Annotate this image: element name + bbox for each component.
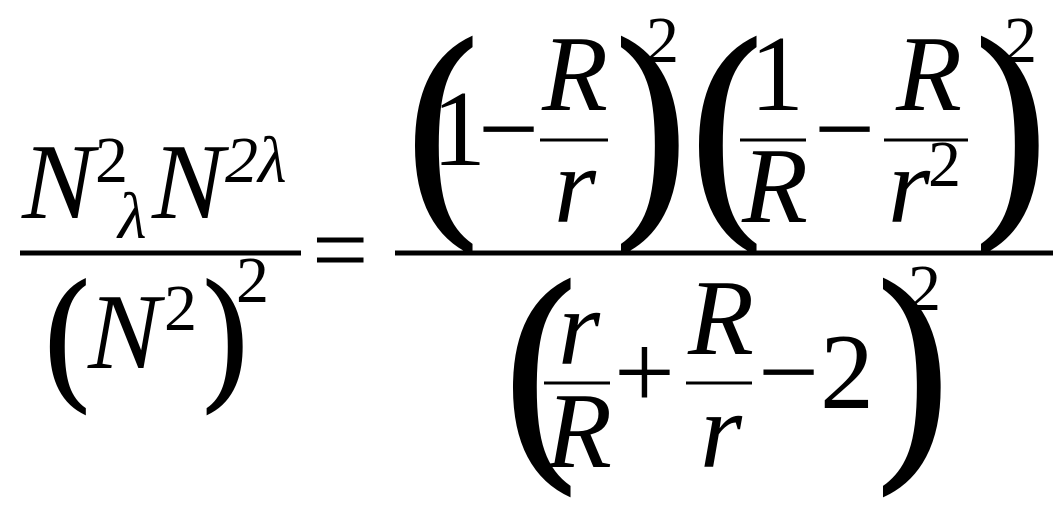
den-frac1-den: R <box>545 372 612 491</box>
f2-frac2-den-sup: 2 <box>928 128 961 201</box>
f2-exp: 2 <box>1004 4 1037 77</box>
lhs-fraction: N 2 λ N 2λ ( N 2 ) 2 <box>20 123 301 428</box>
rhs-num-factor-2: ( 1 R − R r 2 ) 2 <box>680 0 1058 275</box>
rhs-denominator: ( r R + R r − 2 ) 2 <box>494 237 960 509</box>
f1-lparen: ( <box>396 0 490 275</box>
f1-frac-num: R <box>541 15 608 134</box>
lhs-den-lparen: ( <box>38 254 97 428</box>
lhs-num-n2: N <box>151 123 230 242</box>
f1-frac-den: r <box>554 127 597 246</box>
rhs-fraction: ( 1 − R r ) 2 ( 1 R − R r 2 ) 2 ( <box>395 0 1058 509</box>
f2-rparen: ) <box>964 0 1058 275</box>
lhs-num-n1-sup: 2 <box>95 124 128 197</box>
lhs-den-outer-sup: 2 <box>236 244 269 317</box>
f1-minus: − <box>478 70 539 189</box>
den-exp: 2 <box>908 252 941 325</box>
lhs-num-n1-sub: λ <box>116 180 147 253</box>
lhs-den-rparen: ) <box>196 254 255 428</box>
den-minus: − <box>758 313 819 432</box>
lhs-num-n2-sup: 2λ <box>225 124 287 197</box>
lhs-num-n1: N <box>21 123 100 242</box>
f2-frac1-den: R <box>741 127 808 246</box>
lhs-den-n: N <box>87 273 166 392</box>
den-rparen: ) <box>866 237 960 509</box>
f2-lparen: ( <box>680 0 774 275</box>
rhs-num-factor-1: ( 1 − R r ) 2 <box>396 0 698 275</box>
den-frac2-den: r <box>700 372 743 491</box>
f2-frac2-den: r <box>888 127 931 246</box>
den-two: 2 <box>820 313 874 432</box>
lhs-den-sup: 2 <box>164 272 197 345</box>
den-plus: + <box>614 313 675 432</box>
den-frac1-num: r <box>558 269 601 388</box>
den-lparen: ( <box>494 237 588 509</box>
f1-exp: 2 <box>646 4 679 77</box>
equals-sign: = <box>312 194 368 305</box>
f2-minus: − <box>814 70 875 189</box>
den-frac2-num: R <box>687 259 754 378</box>
f1-rparen: ) <box>604 0 698 275</box>
f1-one: 1 <box>432 70 486 189</box>
f2-frac1-num: 1 <box>750 15 804 134</box>
f2-frac2-num: R <box>895 15 962 134</box>
